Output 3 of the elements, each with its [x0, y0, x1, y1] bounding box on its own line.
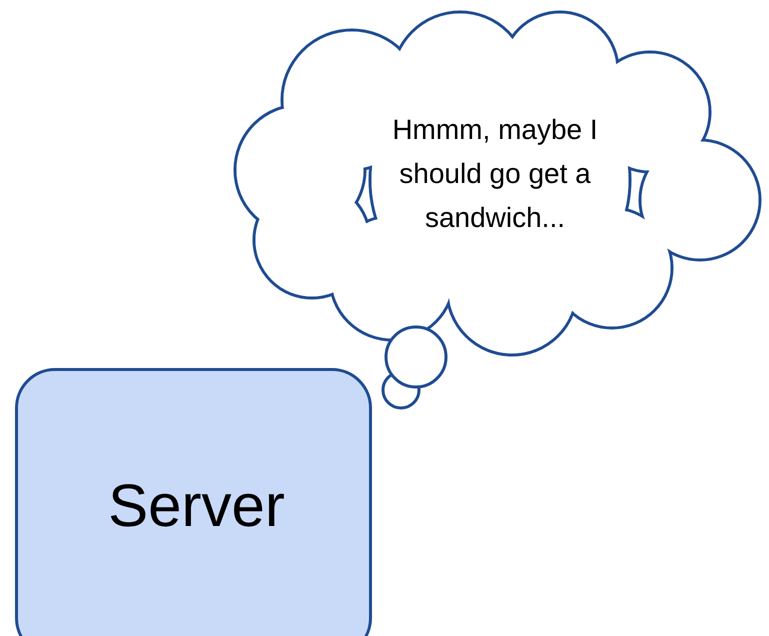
server-box [15, 368, 372, 636]
node-text: Server [107, 471, 286, 541]
node-text: Hmmm, maybe I should go get a sandwich... [391, 113, 599, 235]
